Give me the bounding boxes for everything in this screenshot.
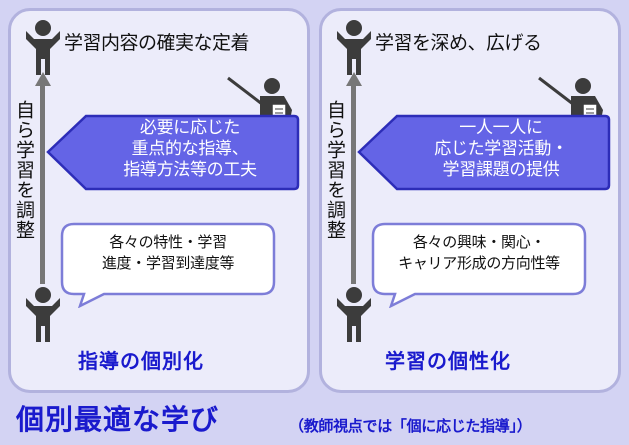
main-title: 個別最適な学び — [16, 403, 220, 436]
self-regulate-text-right: 自ら学習を調整 — [324, 100, 346, 240]
arrow-shaft-right — [351, 84, 356, 284]
student-icon — [26, 287, 60, 342]
callout-line-2: 応じた学習活動・ — [434, 139, 568, 159]
panel-label-left: 指導の個別化 — [78, 349, 204, 373]
bubble-line-1: 各々の興味・関心・ — [412, 233, 546, 251]
arrow-shaft-left — [40, 84, 45, 284]
panel-personalized-learning — [319, 8, 621, 393]
bubble-line-2: 進度・学習到達度等 — [101, 254, 235, 272]
callout-line-3: 学習課題の提供 — [442, 160, 560, 180]
callout-line-1: 一人一人に — [459, 118, 543, 138]
bubble-line-2: キャリア形成の方向性等 — [398, 254, 560, 272]
callout-line-1: 必要に応じた — [139, 118, 241, 138]
callout-line-3: 指導方法等の工夫 — [123, 160, 257, 180]
speech-bubble-left — [60, 222, 276, 308]
self-regulate-text-left: 自ら学習を調整 — [13, 100, 35, 240]
speech-bubble-right — [371, 222, 587, 308]
goal-text-left: 学習内容の確実な定着 — [64, 32, 250, 54]
student-goal-icon — [337, 20, 371, 75]
bubble-line-1: 各々の特性・学習 — [109, 233, 227, 251]
goal-text-right: 学習を深め、広げる — [375, 32, 542, 54]
student-goal-icon — [26, 20, 60, 75]
callout-line-2: 重点的な指導、 — [131, 139, 249, 159]
callout-arrow-right — [357, 114, 611, 191]
panel-individualized-instruction — [8, 8, 310, 393]
arrow-up-icon — [34, 72, 51, 86]
callout-arrow-left — [46, 114, 300, 191]
arrow-up-icon — [345, 72, 362, 86]
panel-label-right: 学習の個性化 — [385, 349, 511, 373]
title-note: （教師視点では「個に応じた指導」） — [289, 417, 532, 435]
student-icon — [337, 287, 371, 342]
